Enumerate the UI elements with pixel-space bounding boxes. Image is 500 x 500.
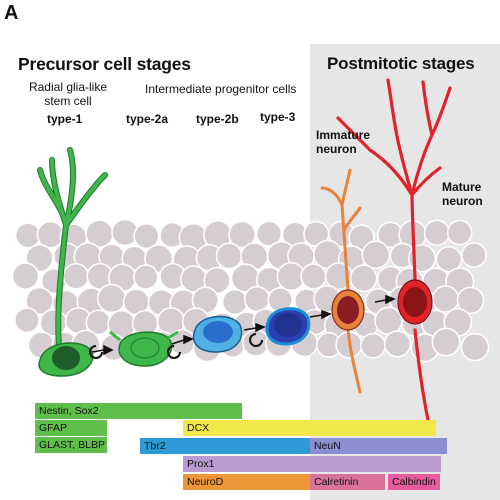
marker-label: DCX [187,422,210,434]
tissue-cell [215,242,243,270]
marker-bar-prox1: Prox1 [183,456,441,472]
marker-bar-neun: NeuN [310,438,447,454]
panel-label: A [4,2,19,24]
radial-glia-label: Radial glia-like stem cell [28,80,108,108]
marker-bar-neurod: NeuroD [183,474,310,490]
marker-label: GFAP [39,422,68,434]
tissue-cell [374,306,403,335]
intermediate-progenitor-label: Intermediate progenitor cells [145,82,297,96]
marker-bar-calretinin: Calretinin [310,474,385,490]
marker-label: GLAST, BLBP [39,439,105,451]
tissue-cell [446,219,473,246]
tissue-cell [14,307,40,334]
tissue-cell [133,222,160,250]
tissue-cell [300,263,327,290]
marker-label: Prox1 [187,458,215,470]
tissue-cell [62,263,90,290]
tissue-cell [456,286,485,315]
tissue-cell [431,327,461,357]
type3-cell [265,307,311,346]
marker-bar-nestin-sox2: Nestin, Sox2 [35,403,242,419]
immature-neuron [320,168,365,394]
marker-label: Tbr2 [144,440,166,452]
precursor-stages-heading: Precursor cell stages [18,54,191,74]
marker-bar-calbindin: Calbindin [388,474,440,490]
tissue-cell [435,246,463,273]
immature-neuron-label: Immature neuron [316,128,371,156]
marker-label: Calretinin [314,476,359,488]
type3-label: type-3 [260,110,296,124]
tissue-cell [383,330,412,358]
type2b-label: type-2b [196,112,239,126]
marker-label: Nestin, Sox2 [39,405,99,417]
marker-bar-dcx: DCX [183,420,436,436]
marker-bar-glast-blbp: GLAST, BLBP [35,437,107,453]
marker-bar-gfap: GFAP [35,420,107,436]
type1-radial-glia-cell [37,147,108,377]
tissue-cell [243,285,271,313]
mature-neuron-label: Mature neuron [442,180,483,208]
marker-label: NeuroD [187,476,224,488]
tissue-cell [14,222,41,249]
marker-label: NeuN [314,440,341,452]
tissue-cell [96,283,127,314]
tissue-cell [361,240,391,270]
type2b-cell [192,315,243,353]
tissue-cell [461,242,487,268]
lineage-arrows [91,294,396,356]
type1-label: type-1 [47,112,83,126]
tissue-cell [221,288,249,316]
tissue-cell [349,264,378,293]
tissue-cell [255,220,283,247]
tissue-cell [133,264,159,290]
tissue-cell [460,332,490,362]
marker-bar-tbr2: Tbr2 [140,438,310,454]
tissue-cell [360,332,386,359]
marker-label: Calbindin [392,476,436,488]
tissue-cell [431,285,460,313]
postmitotic-stages-heading: Postmitotic stages [327,54,475,73]
tissue-cell [423,219,451,247]
tissue-cell [11,262,40,290]
type2a-label: type-2a [126,112,169,126]
tissue-cell [228,220,256,249]
tissue-cell [36,220,65,249]
self-renewal-arrows [89,333,263,359]
mature-neuron [336,78,452,422]
